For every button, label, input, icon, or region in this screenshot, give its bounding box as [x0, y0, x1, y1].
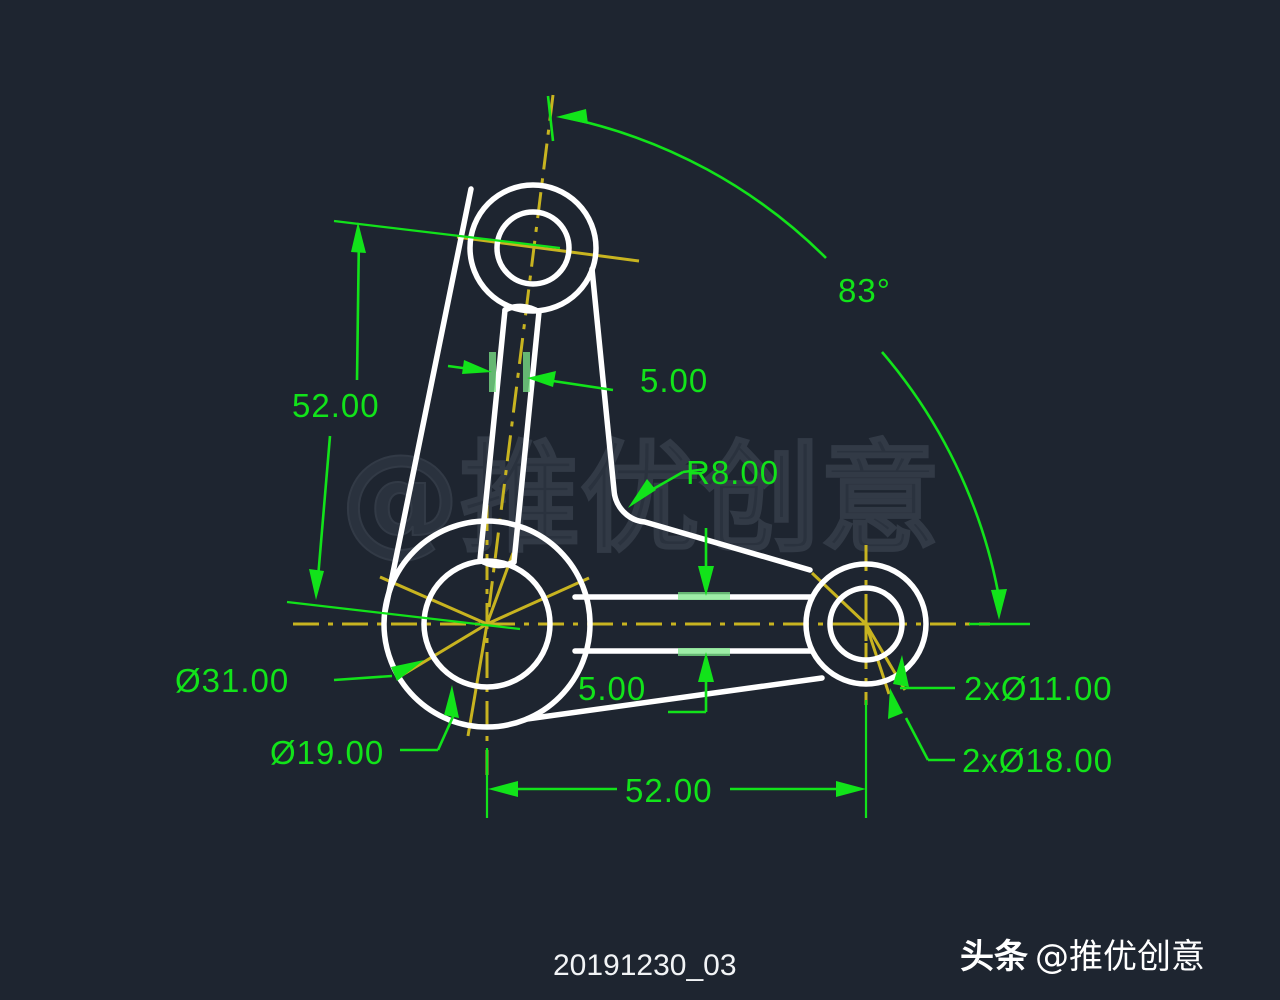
dim-upper-5-label: 5.00	[640, 362, 708, 399]
dim-r8-arrow	[628, 479, 656, 508]
dim-dia-18: 2xØ18.00	[888, 688, 1113, 779]
dim-v52-arrow-bottom	[309, 569, 324, 600]
part-outline-group	[381, 182, 929, 730]
upper-arm-left-outer-edge	[382, 186, 474, 615]
upper-arm-right-outer-edge	[589, 266, 813, 573]
dim-u5-hl-right	[523, 352, 530, 392]
dim-83-arc-lower	[881, 351, 1000, 593]
brand-platform-label: 头条	[960, 937, 1028, 977]
dim-vertical-52: 52.00	[286, 219, 561, 631]
dim-83-arc-upper	[567, 116, 827, 259]
dim-d31-arrow	[391, 660, 424, 681]
centerlines-group	[293, 94, 990, 775]
dim-u5-line-right	[552, 379, 614, 392]
dim-v52-line-lower	[316, 435, 332, 579]
dim-v52-line-upper	[355, 232, 361, 381]
dim-angle-83-label: 83°	[838, 272, 891, 309]
upper-arm-slot-right-edge	[511, 309, 542, 565]
dim-u5-hl-left	[489, 352, 496, 392]
dim-d19-arrow	[444, 685, 459, 718]
drawing-title-label: 20191230_03	[553, 949, 737, 982]
dim-dia-11: 2xØ11.00	[893, 655, 1113, 707]
top-boss-bore-circle	[494, 209, 572, 287]
right-boss-bore-circle	[827, 585, 905, 663]
dim-83-arrow-top	[556, 109, 588, 124]
right-boss-outer-circle	[803, 561, 929, 687]
footer-group: 20191230_03 头条 @推优创意	[553, 937, 1205, 982]
dim-r8-label: R8.00	[686, 454, 779, 491]
dim-83-ext-line	[546, 95, 555, 142]
dim-vertical-52-label: 52.00	[292, 387, 380, 424]
brand-handle-label: @推优创意	[1035, 937, 1205, 977]
dim-upper-5: 5.00	[447, 352, 708, 399]
dim-d18-leader-diag	[904, 717, 930, 761]
dim-l5-arrow-top	[698, 566, 714, 596]
dim-d18-arrow	[888, 688, 903, 719]
lower-web-outer-edge	[524, 675, 825, 722]
hub-radial-mark-1	[379, 575, 488, 626]
dim-dia-31-label: Ø31.00	[175, 662, 289, 699]
dim-h52-arrow-left	[488, 781, 518, 797]
dim-dia-18-label: 2xØ18.00	[962, 742, 1113, 779]
dim-dia-11-label: 2xØ11.00	[964, 670, 1113, 707]
dim-r8: R8.00	[628, 454, 779, 508]
hub-radial-mark-2	[398, 622, 488, 679]
upper-arm-slot-bottom-cap	[477, 557, 517, 569]
dim-l5-hl-top	[678, 592, 730, 600]
dim-horizontal-52-label: 52.00	[625, 772, 713, 809]
dim-dia-31: Ø31.00	[175, 660, 424, 699]
upper-arm-slot-top-cap	[502, 303, 542, 315]
dim-u5-arrow-left	[462, 360, 492, 374]
dim-horizontal-52: 52.00	[485, 700, 868, 818]
hub-outer-circle	[381, 518, 593, 730]
dimensions-group: 52.00 5.00 R8.00	[175, 95, 1113, 818]
dim-lower-5: 5.00	[578, 528, 730, 714]
upper-arm-slot-left-edge	[477, 307, 508, 563]
dim-v52-ext-bottom	[286, 600, 521, 631]
dim-u5-arrow-right	[527, 371, 556, 387]
dim-lower-5-label: 5.00	[578, 670, 646, 707]
hub-radial-mark-3	[486, 576, 590, 626]
top-boss-cross-centerline	[456, 235, 640, 263]
hub-radial-mark-4	[466, 623, 489, 737]
dim-v52-arrow-top	[351, 222, 366, 253]
dim-dia-19: Ø19.00	[270, 685, 459, 771]
dim-83-arrow-bottom	[991, 589, 1007, 620]
dim-l5-arrow-bottom	[698, 652, 714, 682]
dim-dia-19-label: Ø19.00	[270, 734, 384, 771]
dim-angle-83: 83°	[546, 95, 1030, 626]
dim-h52-arrow-right	[836, 781, 866, 797]
dim-d31-leader-horiz	[333, 674, 393, 682]
dim-r8-leader-horiz	[682, 467, 708, 474]
dim-l5-hl-bottom	[678, 648, 730, 656]
dim-d11-arrow	[893, 655, 909, 687]
dim-v52-ext-top	[333, 219, 561, 250]
